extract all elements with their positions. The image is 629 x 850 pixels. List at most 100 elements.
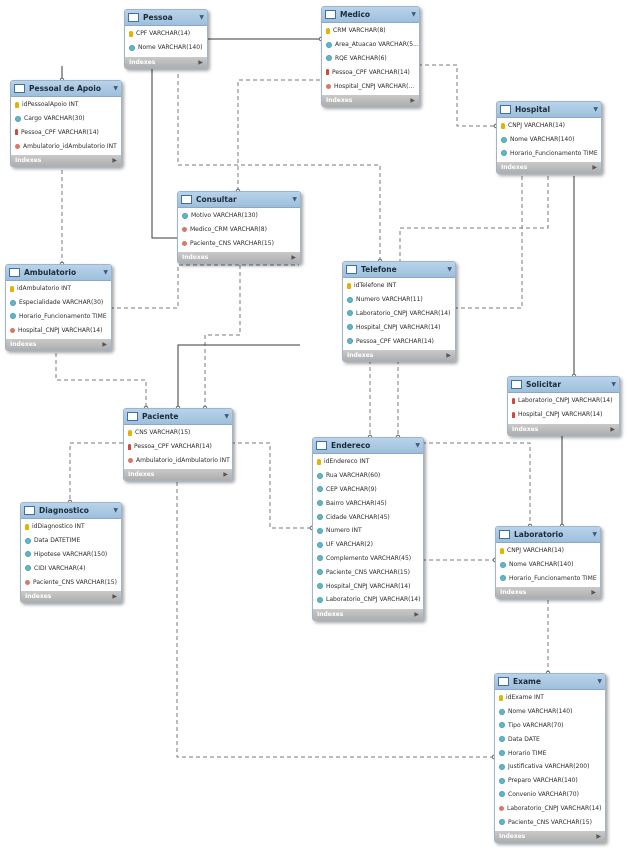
- indexes-footer[interactable]: Indexes▶: [496, 587, 600, 599]
- column-row[interactable]: Convenio VARCHAR(70): [495, 788, 605, 802]
- column-row[interactable]: Horario_Funcionamento TIME: [496, 572, 600, 586]
- indexes-footer[interactable]: Indexes▶: [124, 469, 232, 481]
- entity-consultar[interactable]: Consultar▼Motivo VARCHAR(130)Medico_CRM …: [177, 191, 301, 265]
- expand-arrow-icon[interactable]: ▶: [591, 589, 596, 597]
- column-row[interactable]: Laboratorio_CNPJ VARCHAR(14): [495, 801, 605, 815]
- entity-paciente[interactable]: Paciente▼CNS VARCHAR(15)Pessoa_CPF VARCH…: [123, 408, 233, 482]
- expand-arrow-icon[interactable]: ▶: [592, 164, 597, 172]
- expand-arrow-icon[interactable]: ▶: [446, 351, 451, 359]
- indexes-footer[interactable]: Indexes▶: [6, 339, 111, 351]
- expand-arrow-icon[interactable]: ▶: [112, 157, 117, 165]
- indexes-footer[interactable]: Indexes▶: [497, 162, 601, 174]
- column-row[interactable]: Nome VARCHAR(140): [497, 133, 601, 147]
- column-row[interactable]: idExame INT: [495, 691, 605, 705]
- column-row[interactable]: Bairro VARCHAR(45): [313, 496, 423, 510]
- column-row[interactable]: Horario_Funcionamento TIME: [497, 147, 601, 161]
- dropdown-arrow-icon[interactable]: ▼: [611, 381, 616, 388]
- indexes-footer[interactable]: Indexes▶: [21, 590, 121, 602]
- column-row[interactable]: Data DATETIME: [21, 534, 121, 548]
- relationship-line[interactable]: [454, 176, 523, 309]
- column-row[interactable]: Area_Atuacao VARCHAR(5...: [322, 38, 419, 52]
- expand-arrow-icon[interactable]: ▶: [610, 425, 615, 433]
- column-row[interactable]: Nome VARCHAR(140): [496, 558, 600, 572]
- column-row[interactable]: Pessoa_CPF VARCHAR(14): [322, 65, 419, 79]
- column-row[interactable]: RQE VARCHAR(6): [322, 52, 419, 66]
- indexes-footer[interactable]: Indexes▶: [178, 252, 300, 264]
- dropdown-arrow-icon[interactable]: ▼: [447, 266, 452, 273]
- dropdown-arrow-icon[interactable]: ▼: [415, 442, 420, 449]
- column-row[interactable]: Ambulatorio_idAmbulatorio INT: [11, 139, 121, 153]
- column-row[interactable]: Laboratorio_CNPJ VARCHAR(14): [343, 307, 455, 321]
- column-row[interactable]: Motivo VARCHAR(130): [178, 209, 300, 223]
- column-row[interactable]: CNS VARCHAR(15): [124, 426, 232, 440]
- column-row[interactable]: Hospital_CNPJ VARCHAR(14): [313, 579, 423, 593]
- column-row[interactable]: Tipo VARCHAR(70): [495, 719, 605, 733]
- entity-header[interactable]: Telefone▼: [343, 262, 455, 278]
- column-row[interactable]: Nome VARCHAR(140): [495, 705, 605, 719]
- relationship-line[interactable]: [399, 176, 549, 261]
- column-row[interactable]: Paciente_CNS VARCHAR(15): [21, 575, 121, 589]
- column-row[interactable]: Pessoa_CPF VARCHAR(14): [124, 440, 232, 454]
- relationship-line[interactable]: [177, 344, 300, 408]
- relationship-line[interactable]: [176, 482, 494, 758]
- dropdown-arrow-icon[interactable]: ▼: [593, 106, 598, 113]
- entity-header[interactable]: Solicitar▼: [508, 377, 619, 393]
- column-row[interactable]: Laboratorio_CNPJ VARCHAR(14): [508, 394, 619, 408]
- column-row[interactable]: Hospital_CNPJ VARCHAR(14): [508, 408, 619, 422]
- column-row[interactable]: Numero VARCHAR(11): [343, 293, 455, 307]
- column-row[interactable]: Ambulatorio_idAmbulatorio INT: [124, 454, 232, 468]
- indexes-footer[interactable]: Indexes▶: [343, 349, 455, 361]
- dropdown-arrow-icon[interactable]: ▼: [113, 507, 118, 514]
- entity-header[interactable]: Exame▼: [495, 674, 605, 690]
- entity-solicitar[interactable]: Solicitar▼Laboratorio_CNPJ VARCHAR(14)Ho…: [507, 376, 620, 436]
- indexes-footer[interactable]: Indexes▶: [508, 423, 619, 435]
- relationship-line[interactable]: [110, 264, 299, 309]
- column-row[interactable]: Hospital_CNPJ VARCHAR(...: [322, 79, 419, 93]
- column-row[interactable]: Justificativa VARCHAR(200): [495, 760, 605, 774]
- relationship-line[interactable]: [55, 346, 147, 408]
- column-row[interactable]: Rua VARCHAR(60): [313, 469, 423, 483]
- column-row[interactable]: Nome VARCHAR(140): [125, 41, 207, 55]
- relationship-line[interactable]: [69, 442, 123, 502]
- dropdown-arrow-icon[interactable]: ▼: [292, 196, 297, 203]
- entity-header[interactable]: Laboratorio▼: [496, 527, 600, 543]
- entity-header[interactable]: Ambulatorio▼: [6, 265, 111, 281]
- expand-arrow-icon[interactable]: ▶: [596, 832, 601, 840]
- relationship-line[interactable]: [422, 442, 531, 526]
- column-row[interactable]: CEP VARCHAR(9): [313, 483, 423, 497]
- column-row[interactable]: Horario_Funcionamento TIME: [6, 310, 111, 324]
- dropdown-arrow-icon[interactable]: ▼: [224, 413, 229, 420]
- column-row[interactable]: Numero INT: [313, 524, 423, 538]
- entity-header[interactable]: Endereco▼: [313, 438, 423, 454]
- column-row[interactable]: idPessoalApoio INT: [11, 98, 121, 112]
- column-row[interactable]: Hipotese VARCHAR(150): [21, 548, 121, 562]
- entity-header[interactable]: Pessoal de Apoio▼: [11, 81, 121, 97]
- dropdown-arrow-icon[interactable]: ▼: [411, 11, 416, 18]
- dropdown-arrow-icon[interactable]: ▼: [199, 14, 204, 21]
- column-row[interactable]: Horario TIME: [495, 746, 605, 760]
- column-row[interactable]: Data DATE: [495, 732, 605, 746]
- relationship-line[interactable]: [237, 79, 320, 191]
- column-row[interactable]: Especialidade VARCHAR(30): [6, 296, 111, 310]
- column-row[interactable]: Pessoa_CPF VARCHAR(14): [343, 334, 455, 348]
- column-row[interactable]: Medico_CRM VARCHAR(8): [178, 223, 300, 237]
- entity-header[interactable]: Diagnostico▼: [21, 503, 121, 519]
- dropdown-arrow-icon[interactable]: ▼: [592, 531, 597, 538]
- entity-header[interactable]: Paciente▼: [124, 409, 232, 425]
- entity-medico[interactable]: Medico▼CRM VARCHAR(8)Area_Atuacao VARCHA…: [321, 6, 420, 107]
- dropdown-arrow-icon[interactable]: ▼: [103, 269, 108, 276]
- column-row[interactable]: Paciente_CNS VARCHAR(15): [178, 237, 300, 251]
- column-row[interactable]: Hospital_CNPJ VARCHAR(14): [343, 320, 455, 334]
- column-row[interactable]: Hospital_CNPJ VARCHAR(14): [6, 323, 111, 337]
- column-row[interactable]: idTelefone INT: [343, 279, 455, 293]
- column-row[interactable]: Cidade VARCHAR(45): [313, 510, 423, 524]
- expand-arrow-icon[interactable]: ▶: [414, 610, 419, 618]
- column-row[interactable]: Preparo VARCHAR(140): [495, 774, 605, 788]
- column-row[interactable]: idDiagnostico INT: [21, 520, 121, 534]
- indexes-footer[interactable]: Indexes▶: [313, 608, 423, 620]
- relationship-line[interactable]: [204, 265, 241, 408]
